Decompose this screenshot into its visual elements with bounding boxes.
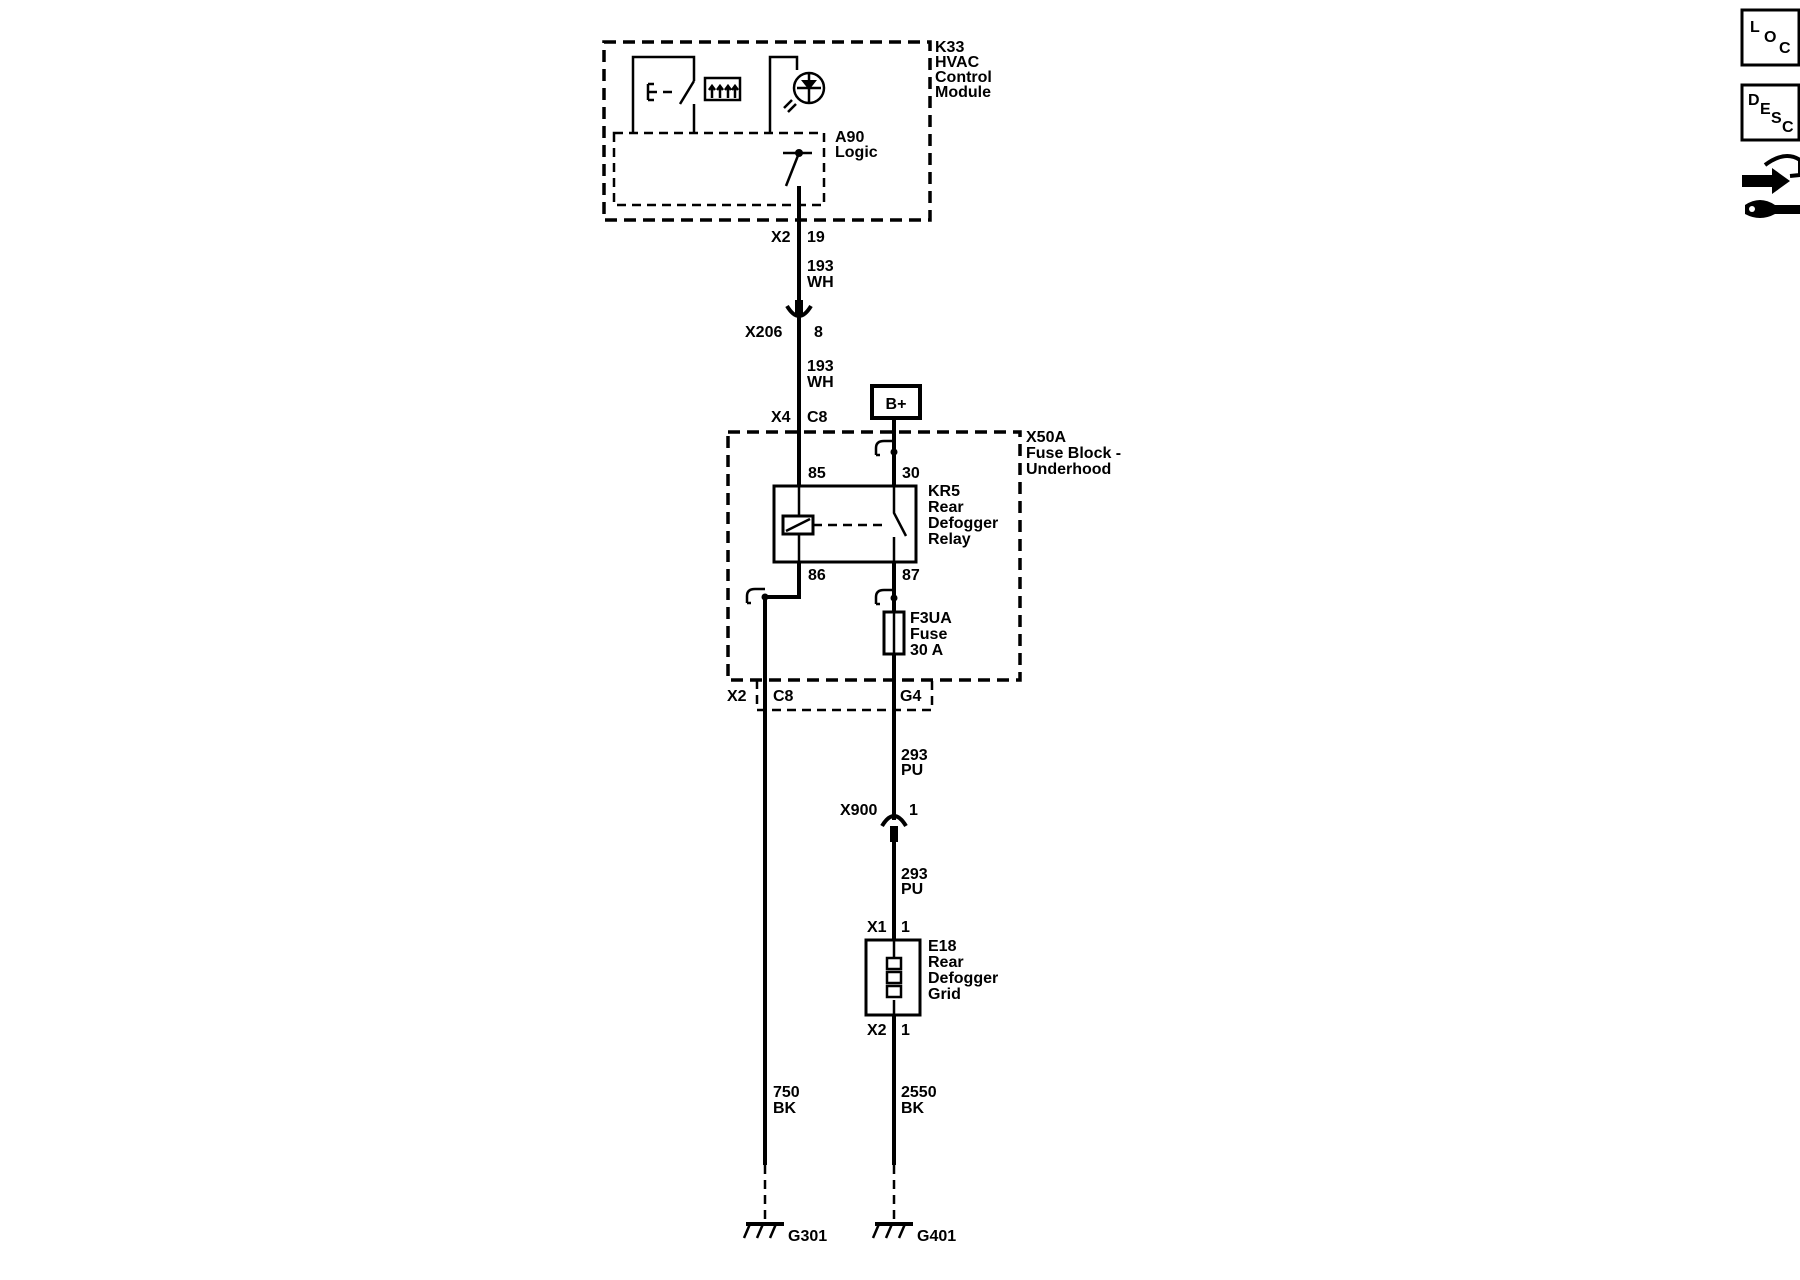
wire-193a-color: WH (807, 274, 834, 291)
battery-positive-box: B+ (870, 384, 922, 420)
ground-symbol-g301 (742, 1222, 784, 1239)
grid-name-1: Rear (928, 954, 964, 971)
relay-pin-87: 87 (902, 567, 920, 584)
hvac-module-name-1: HVAC (935, 54, 980, 71)
rear-defogger-grid (864, 938, 922, 1017)
desc-letter-4: C (1782, 119, 1794, 136)
relay-pin-85: 85 (808, 465, 826, 482)
logic-switch (784, 152, 801, 187)
inline-x206-id: X206 (745, 324, 782, 341)
relay-pin-30: 30 (902, 465, 920, 482)
wire-750-color: BK (773, 1100, 797, 1117)
desc-letter-2: E (1760, 101, 1771, 118)
wire-750-circuit: 750 (773, 1084, 800, 1101)
hvac-module-name-2: Control (935, 69, 992, 86)
relay-name-1: Rear (928, 499, 964, 516)
ground-symbol-g401 (871, 1222, 913, 1239)
wire-193b-circuit: 193 (807, 358, 834, 375)
ground-right-id: G401 (917, 1228, 956, 1245)
loc-letter-3: C (1779, 40, 1791, 57)
inline-connector-x206 (785, 300, 813, 318)
grid-name-2: Defogger (928, 970, 998, 987)
indicator-led-icon (783, 71, 826, 113)
inline-x900-id: X900 (840, 802, 877, 819)
desc-letter-3: S (1771, 110, 1782, 127)
logic-id: A90 (835, 129, 864, 146)
defog-switch-frame (631, 55, 696, 133)
wire-293a-color: PU (901, 762, 923, 779)
conn-x2-bottom-pin-right: G4 (900, 688, 921, 705)
inline-x900-pin: 1 (909, 802, 918, 819)
grid-bottom-connector: X2 (867, 1022, 887, 1039)
terminal-30 (874, 439, 898, 457)
loc-letter-1: L (1750, 19, 1760, 36)
conn-x2-bottom-pin-left: C8 (773, 688, 794, 705)
logic-name: Logic (835, 144, 878, 161)
conn-x2-top-id: X2 (771, 229, 791, 246)
rear-defog-icon (703, 76, 742, 102)
fuse-block-id: X50A (1026, 429, 1066, 446)
wire-86-link (765, 562, 801, 599)
terminal-87 (874, 588, 898, 606)
relay-name-3: Relay (928, 531, 971, 548)
hvac-module-outline (602, 40, 932, 222)
wire-293b-color: PU (901, 881, 923, 898)
fuse-id: F3UA (910, 610, 952, 627)
grid-name-3: Grid (928, 986, 961, 1003)
indicator-frame (768, 55, 799, 133)
conn-x4-pin: C8 (807, 409, 828, 426)
grid-bottom-pin: 1 (901, 1022, 910, 1039)
wire-293a-circuit: 293 (901, 747, 928, 764)
connector-hand-icon[interactable] (1742, 154, 1800, 218)
fuse-rating: 30 A (910, 642, 944, 659)
loc-letter-2: O (1764, 29, 1776, 46)
wire-293b-circuit: 293 (901, 866, 928, 883)
logic-outline (612, 131, 826, 207)
hvac-control-module (602, 40, 932, 222)
fuse-block-outline (726, 430, 1022, 682)
battery-label: B+ (886, 396, 907, 413)
defog-switch-contact (678, 80, 696, 105)
desc-icon[interactable]: D E S C (1740, 83, 1800, 142)
fuse-block-name-2: Underhood (1026, 461, 1111, 478)
ground-left-id: G301 (788, 1228, 827, 1245)
grid-top-connector: X1 (867, 919, 887, 936)
relay-id: KR5 (928, 483, 960, 500)
grid-id: E18 (928, 938, 957, 955)
fuse-block-name-1: Fuse Block - (1026, 445, 1121, 462)
desc-letter-1: D (1748, 92, 1760, 109)
wire-193a-circuit: 193 (807, 258, 834, 275)
relay-pin-86: 86 (808, 567, 826, 584)
conn-x2-bottom-outline (755, 680, 934, 712)
wire-2550-circuit: 2550 (901, 1084, 937, 1101)
conn-x4-id: X4 (771, 409, 791, 426)
rear-defogger-relay (772, 484, 918, 564)
fuse-f3ua (882, 610, 906, 656)
grid-top-pin: 1 (901, 919, 910, 936)
conn-x2-top-pin: 19 (807, 229, 825, 246)
hvac-module-name-3: Module (935, 84, 991, 101)
relay-name-2: Defogger (928, 515, 998, 532)
loc-icon[interactable]: L O C (1740, 8, 1800, 67)
hvac-module-id: K33 (935, 39, 964, 56)
wire-193b-color: WH (807, 374, 834, 391)
wire-2550-color: BK (901, 1100, 925, 1117)
fuse-name: Fuse (910, 626, 947, 643)
inline-x206-pin: 8 (814, 324, 823, 341)
inline-connector-x900 (880, 814, 908, 842)
conn-x2-bottom-id: X2 (727, 688, 747, 705)
